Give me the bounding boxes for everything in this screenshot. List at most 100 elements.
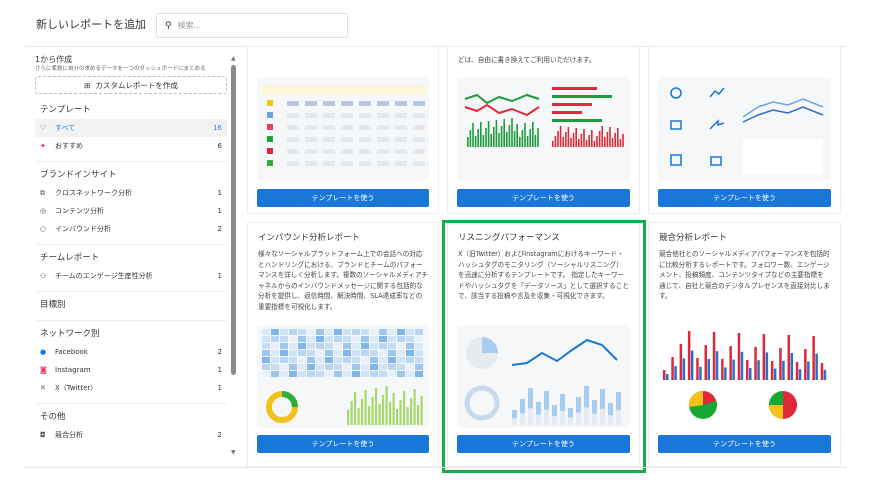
preview-mark bbox=[413, 125, 425, 130]
preview-mark bbox=[334, 329, 342, 335]
use-template-button[interactable]: テンプレートを使う bbox=[457, 189, 630, 207]
preview-mark bbox=[287, 113, 299, 118]
sidebar-item-count: 2 bbox=[217, 225, 222, 233]
preview-mark bbox=[378, 404, 381, 425]
preview-mark bbox=[406, 407, 409, 425]
preview-mark bbox=[325, 357, 333, 363]
sidebar-item-count: 2 bbox=[217, 431, 222, 439]
preview-mark bbox=[307, 350, 315, 356]
preview-mark bbox=[343, 336, 351, 342]
metrics-preview-graphic bbox=[670, 87, 824, 174]
preview-mark bbox=[271, 357, 279, 363]
preview-mark bbox=[467, 137, 469, 147]
team-icon: ⚇ bbox=[40, 272, 47, 280]
image-icon: ◎ bbox=[40, 207, 47, 215]
chat-icon: ○ bbox=[40, 225, 47, 233]
preview-mark bbox=[316, 336, 324, 342]
preview-mark bbox=[557, 131, 559, 147]
preview-mark bbox=[617, 128, 619, 147]
preview-mark bbox=[262, 350, 270, 356]
preview-mark bbox=[537, 128, 539, 147]
preview-mark bbox=[289, 350, 297, 356]
preview-mark bbox=[712, 332, 716, 380]
preview-mark bbox=[417, 405, 420, 425]
preview-mark bbox=[341, 113, 353, 118]
preview-mark bbox=[820, 363, 824, 380]
preview-mark bbox=[779, 348, 782, 380]
preview-mark bbox=[271, 364, 279, 370]
preview-mark bbox=[359, 101, 371, 106]
sidebar-item-label: クロスネットワーク分析 bbox=[55, 189, 132, 197]
preview-mark bbox=[559, 126, 562, 147]
preview-mark bbox=[379, 357, 387, 363]
inbound-preview bbox=[257, 325, 429, 428]
use-template-button[interactable]: テンプレートを使う bbox=[457, 435, 630, 453]
preview-mark bbox=[305, 125, 317, 130]
preview-mark bbox=[395, 113, 407, 118]
heatmap-preview-graphic bbox=[262, 329, 423, 425]
preview-mark bbox=[379, 343, 387, 349]
preview-mark bbox=[679, 344, 683, 380]
preview-mark bbox=[699, 366, 702, 380]
preview-mark bbox=[762, 334, 766, 380]
preview-mark bbox=[289, 357, 297, 363]
search-input[interactable]: ⚲ 検索... bbox=[156, 13, 348, 38]
section-divider bbox=[35, 291, 227, 292]
preview-mark bbox=[406, 364, 414, 370]
competitor-preview bbox=[658, 325, 831, 428]
use-template-button[interactable]: テンプレートを使う bbox=[257, 435, 429, 453]
preview-mark bbox=[406, 343, 414, 349]
preview-mark bbox=[482, 135, 485, 147]
preview-mark bbox=[316, 364, 324, 370]
sidebar-item[interactable]: ✕X（Twitter）1 bbox=[35, 379, 227, 397]
preview-mark bbox=[732, 359, 735, 380]
sidebar: 1から作成 さらに柔軟に自分の求めるデータを一つのダッシュボードにまとめる ⊞カ… bbox=[25, 47, 237, 467]
preview-mark bbox=[619, 139, 622, 147]
preview-mark bbox=[611, 138, 614, 147]
preview-mark bbox=[406, 357, 414, 363]
preview-mark bbox=[749, 368, 752, 380]
scroll-down-icon[interactable]: ▼ bbox=[231, 449, 236, 456]
preview-mark bbox=[298, 329, 306, 335]
preview-mark bbox=[323, 161, 335, 166]
preview-mark bbox=[690, 350, 694, 380]
preview-mark bbox=[674, 366, 677, 380]
preview-mark bbox=[477, 129, 479, 147]
preview-mark bbox=[413, 113, 425, 118]
template-card: どは、自由に書き換えてご利用いただけます。 テンプレートを使う bbox=[447, 46, 640, 214]
preview-mark bbox=[397, 357, 405, 363]
card-title: 競合分析レポート bbox=[659, 233, 728, 243]
preview-mark bbox=[271, 343, 279, 349]
section-title: チームレポート bbox=[40, 253, 100, 263]
section-title: テンプレート bbox=[40, 105, 91, 115]
preview-mark bbox=[370, 329, 378, 335]
use-template-button[interactable]: テンプレートを使う bbox=[658, 435, 831, 453]
scrollbar-thumb[interactable] bbox=[231, 65, 236, 375]
preview-mark bbox=[604, 137, 606, 147]
scroll-up-icon[interactable]: ▲ bbox=[231, 55, 236, 62]
preview-mark bbox=[350, 401, 353, 425]
section-divider bbox=[35, 161, 227, 162]
preview-mark bbox=[341, 125, 353, 130]
preview-mark bbox=[298, 343, 306, 349]
preview-mark bbox=[323, 149, 335, 154]
template-card-competitor: 競合分析レポート 競合他社とのソーシャルメディアパフォーマンスを包括的に比較分析… bbox=[648, 222, 841, 467]
preview-mark bbox=[343, 371, 351, 377]
use-template-button[interactable]: テンプレートを使う bbox=[257, 189, 429, 207]
preview-mark bbox=[271, 336, 279, 342]
preview-mark bbox=[361, 343, 369, 349]
preview-mark bbox=[370, 357, 378, 363]
sidebar-scrollbar[interactable]: ▲ ▼ bbox=[231, 55, 237, 456]
use-template-button[interactable]: テンプレートを使う bbox=[658, 189, 831, 207]
preview-mark bbox=[307, 329, 315, 335]
custom-report-button[interactable]: ⊞カスタムレポートを作成 bbox=[35, 76, 227, 94]
